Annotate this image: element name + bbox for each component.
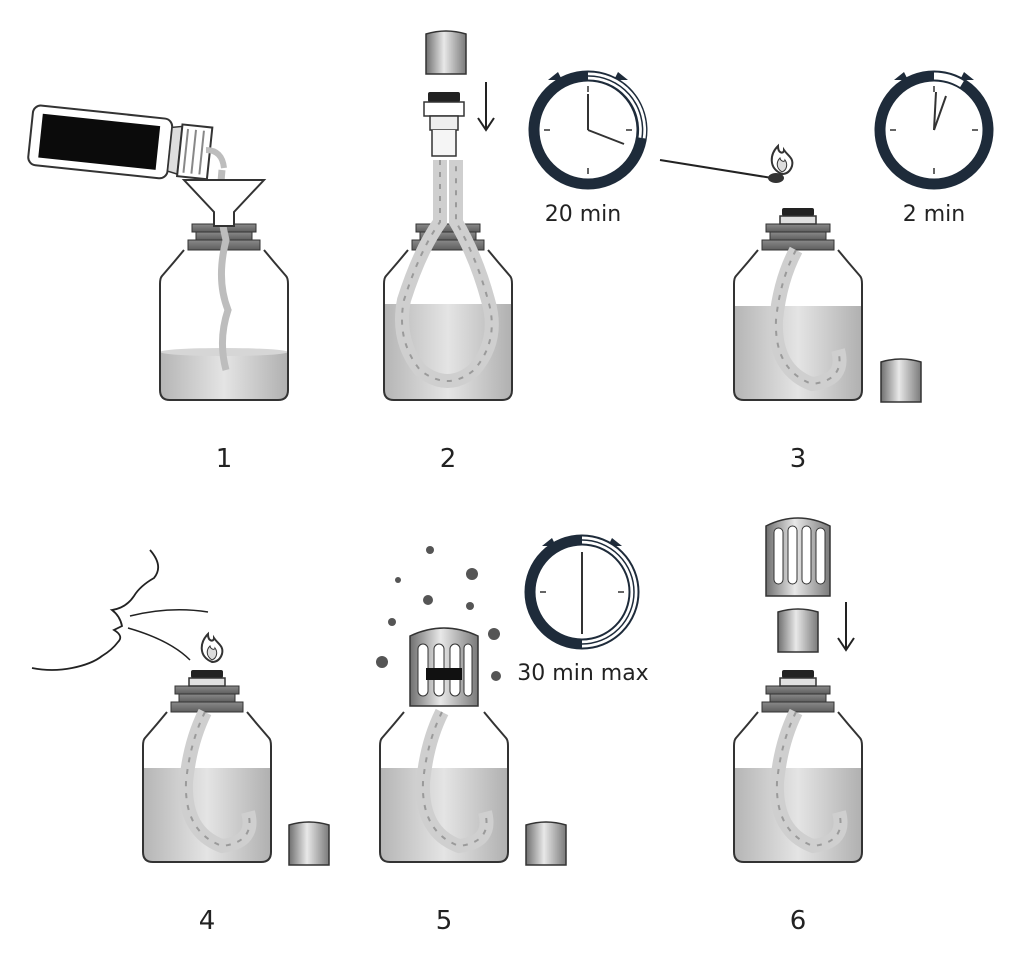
cap-icon	[777, 608, 819, 653]
arrow-down-icon	[477, 82, 495, 132]
cap-icon	[525, 821, 567, 866]
step-2-insert-burner: 20 min 2	[383, 30, 648, 474]
step-6-cap-lamp: 6	[733, 517, 863, 936]
match-icon	[659, 159, 773, 179]
flame-icon	[770, 145, 794, 175]
step-1-fill-lamp: 1	[27, 104, 289, 474]
step-5-diffuse: 30 min max 5	[376, 534, 649, 936]
flame-icon	[200, 633, 224, 663]
soak-time-label: 20 min	[545, 202, 621, 227]
diffuser-top-icon	[409, 627, 479, 707]
stopwatch-icon	[874, 70, 994, 190]
burner-icon	[423, 92, 465, 157]
step-number-3: 3	[790, 444, 807, 474]
lamp-liquid	[384, 304, 512, 400]
oil-bottle-icon	[27, 104, 214, 181]
diffuser-top-icon	[765, 517, 831, 597]
step-number-5: 5	[436, 906, 453, 936]
burn-time-label: 2 min	[903, 202, 965, 227]
step-number-1: 1	[216, 444, 233, 474]
cap-icon	[288, 821, 330, 866]
funnel-icon	[181, 179, 267, 227]
arrow-down-icon	[837, 602, 855, 652]
cap-icon	[880, 358, 922, 403]
step-number-4: 4	[199, 906, 216, 936]
stopwatch-icon	[524, 534, 640, 650]
step-4-blow-out-flame: 4	[31, 549, 330, 936]
stopwatch-icon	[528, 70, 648, 190]
fragrance-particle-icon	[376, 546, 501, 681]
cap-icon	[425, 30, 467, 75]
step-3-light-burner: 2 min 3	[659, 70, 994, 474]
step-number-6: 6	[790, 906, 807, 936]
blowing-face-icon	[31, 549, 160, 671]
lamp-liquid	[160, 352, 288, 400]
step-number-2: 2	[440, 444, 457, 474]
diffuse-time-label: 30 min max	[517, 661, 648, 686]
